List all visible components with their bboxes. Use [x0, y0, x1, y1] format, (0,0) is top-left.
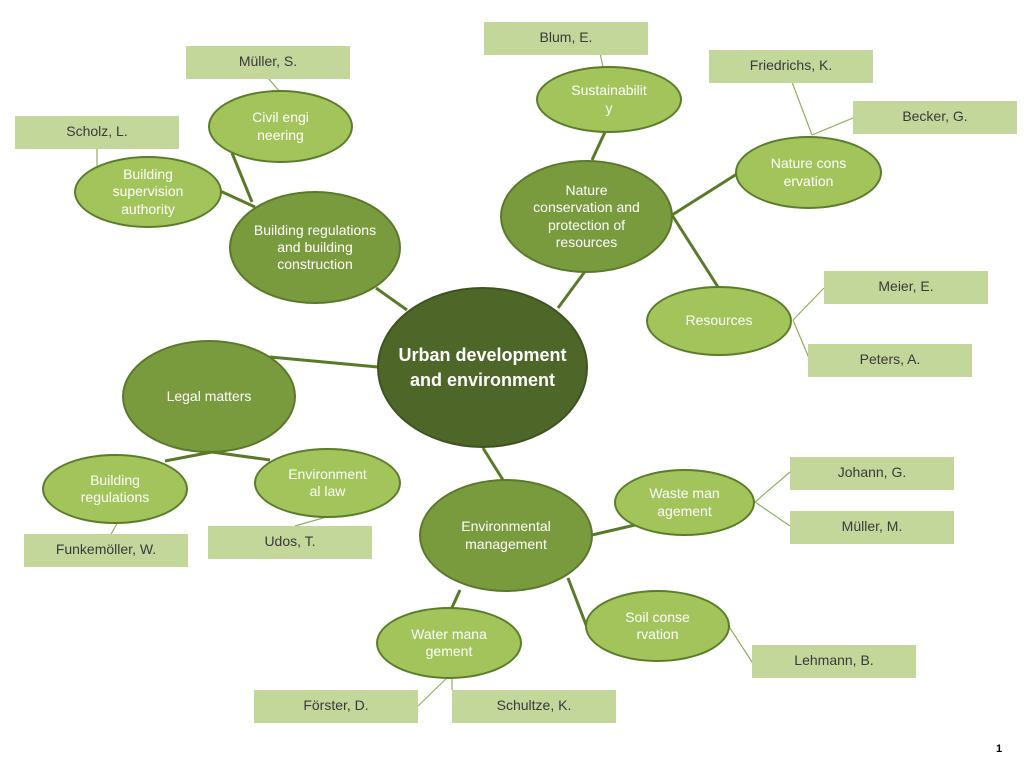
- root-label: Urban development and environment: [398, 345, 567, 390]
- connector-envmgmt-soil: [566, 577, 590, 631]
- branch-label: Building regulations and building constr…: [253, 221, 377, 273]
- node-civil-engineering: Civil engineering: [208, 90, 353, 163]
- link-waste-muller-m: [754, 501, 791, 527]
- node-label: Building regulations: [80, 471, 150, 505]
- link-conservation-becker: [811, 117, 854, 136]
- node-label: Civil engineering: [252, 109, 309, 143]
- page-number: 1: [996, 743, 1003, 755]
- connector-root-envmgmt: [481, 447, 505, 481]
- connector-nature-sustainability: [590, 131, 607, 161]
- connector-nature-resources: [670, 214, 720, 288]
- link-resources-peters: [792, 319, 810, 359]
- branch-environmental-management: Environmental management: [419, 479, 593, 592]
- node-label: Building supervision authority: [112, 166, 184, 217]
- person-meier-e: Meier, E.: [824, 271, 988, 304]
- node-soil-conservation: Soil conservation: [585, 590, 730, 662]
- connector-building-supervision: [217, 188, 256, 209]
- link-sustainability-blum: [599, 52, 604, 68]
- node-water-management: Water management: [376, 607, 522, 679]
- link-resources-meier: [792, 287, 825, 321]
- connector-nature-conservation: [671, 170, 741, 217]
- connector-root-building: [375, 286, 408, 312]
- branch-label: Nature conservation and protection of re…: [533, 182, 640, 250]
- person-muller-s: Müller, S.: [186, 46, 350, 79]
- person-forster-d: Förster, D.: [254, 690, 418, 723]
- link-conservation-friedrichs: [791, 81, 813, 136]
- node-label: Sustainability: [571, 82, 647, 116]
- person-scholz-l: Scholz, L.: [15, 116, 179, 149]
- person-lehmann-b: Lehmann, B.: [752, 645, 916, 678]
- person-johann-g: Johann, G.: [790, 457, 954, 490]
- branch-building-regulations: Building regulations and building constr…: [229, 191, 401, 304]
- link-waste-johann: [754, 471, 791, 503]
- node-building-regulations: Building regulations: [42, 454, 188, 524]
- link-soil-lehmann: [727, 624, 753, 663]
- branch-label: Environmental management: [461, 518, 551, 552]
- person-udos-t: Udos, T.: [208, 526, 372, 559]
- node-label: Water management: [411, 625, 487, 659]
- root-node: Urban development and environment: [377, 287, 588, 448]
- person-becker-g: Becker, G.: [853, 101, 1017, 134]
- connector-envmgmt-waste: [591, 523, 636, 537]
- node-label: Resources: [685, 312, 753, 329]
- node-label: Waste management: [649, 485, 720, 519]
- node-building-supervision: Building supervision authority: [74, 156, 222, 228]
- connector-building-civil: [230, 152, 254, 203]
- node-label: Nature conservation: [770, 155, 847, 189]
- person-schultze-k: Schultze, K.: [452, 690, 616, 723]
- connector-legal-envlaw: [211, 450, 271, 462]
- person-peters-a: Peters, A.: [808, 344, 972, 377]
- link-civil-muller-s: [267, 77, 281, 93]
- branch-label: Legal matters: [166, 387, 252, 404]
- node-label: Environmental law: [288, 465, 367, 499]
- person-funkemoller-w: Funkemöller, W.: [24, 534, 188, 567]
- connector-legal-regulations: [164, 450, 213, 463]
- node-resources: Resources: [646, 286, 792, 356]
- branch-legal-matters: Legal matters: [122, 340, 296, 453]
- person-friedrichs-k: Friedrichs, K.: [709, 50, 873, 83]
- node-sustainability: Sustainability: [536, 66, 682, 133]
- node-label: Soil conservation: [625, 608, 690, 642]
- link-regulations-funkemoller: [109, 521, 119, 537]
- person-muller-m: Müller, M.: [790, 511, 954, 544]
- person-blum-e: Blum, E.: [484, 22, 648, 55]
- node-nature-conservation: Nature conservation: [735, 136, 882, 209]
- node-environmental-law: Environmental law: [254, 448, 401, 518]
- branch-nature-conservation: Nature conservation and protection of re…: [500, 160, 673, 273]
- connector-root-nature: [556, 269, 588, 309]
- connector-root-legal: [269, 355, 379, 369]
- node-waste-management: Waste management: [614, 469, 755, 536]
